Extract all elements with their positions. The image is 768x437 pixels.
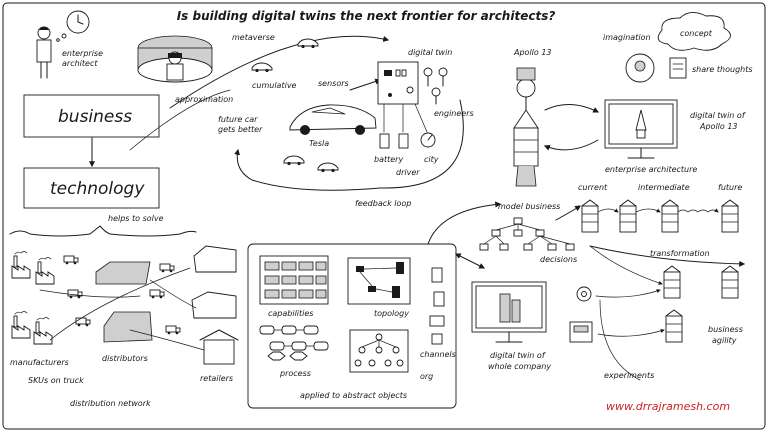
label-cumulative: cumulative [252,81,297,90]
car-icon-3 [317,162,339,173]
distribution-network [11,245,239,365]
label-sensors: sensors [318,79,349,88]
label-process: process [279,369,311,378]
label-enterprise-architect-1: enterprise [62,49,103,58]
label-transformation: transformation [650,249,710,258]
concept-cloud [657,12,731,51]
intermediate-state-building-2 [661,199,679,233]
agility-building-2 [721,265,739,299]
apollo-spacecraft [513,67,539,187]
label-feedback-loop: feedback loop [355,199,411,208]
label-city: city [424,155,439,164]
label-metaverse: metaverse [232,33,275,42]
channels-icons [429,267,445,345]
label-model-business: model business [498,202,560,211]
decision-tree [479,217,575,251]
label-business-agility-2: agility [712,336,737,345]
label-technology: technology [50,179,145,199]
label-applied: applied to abstract objects [300,391,407,400]
engineers-icon [423,67,448,105]
label-business: business [58,107,132,127]
label-topology: topology [374,309,409,318]
label-future-car-1: future car [218,115,258,124]
label-digital-twin-company-2: whole company [488,362,551,371]
label-skus-on-truck: SKUs on truck [28,376,84,385]
label-retailers: retailers [200,374,233,383]
label-digital-twin-apollo-2: Apollo 13 [699,122,738,131]
label-apollo: Apollo 13 [513,48,552,57]
label-manufacturers: manufacturers [10,358,69,367]
gear-icon [576,286,592,302]
label-org: org [420,372,433,381]
monitor-digital-twin-apollo [604,99,678,159]
org-chart [349,329,409,373]
enterprise-architect-figure [36,10,90,79]
label-imagination: imagination [603,33,651,42]
technology-box [23,167,160,209]
label-digital-twin-company-1: digital twin of [490,351,546,360]
label-tesla: Tesla [309,139,329,148]
website-url[interactable]: www.drrajramesh.com [606,400,730,413]
label-distribution-network: distribution network [70,399,151,408]
car-icon-4 [283,155,305,166]
agility-building-3 [665,309,683,343]
label-digital-twin: digital twin [408,48,452,57]
label-concept: concept [680,29,713,38]
diagram-title: Is building digital twins the next front… [177,9,556,23]
label-enterprise-architecture: enterprise architecture [605,165,697,174]
process-diagram [259,325,329,361]
label-share-thoughts: share thoughts [692,65,753,74]
document-icon [669,57,687,79]
label-helps-to-solve: helps to solve [108,214,164,223]
label-decisions: decisions [540,255,577,264]
monitor-digital-twin-company [471,281,547,343]
label-business-agility-1: business [708,325,743,334]
label-distributors: distributors [102,354,148,363]
label-driver: driver [396,168,420,177]
tesla-car [289,104,377,135]
label-digital-twin-apollo-1: digital twin of [690,111,746,120]
printer-icon [569,321,593,343]
label-experiments: experiments [604,371,654,380]
battery-icon [379,133,390,149]
label-future-car-2: gets better [218,125,263,134]
label-future: future [718,183,742,192]
capabilities-grid [259,255,329,305]
battery-icon-2 [398,133,409,149]
label-channels: channels [420,350,456,359]
digital-twin-panel [377,61,419,105]
business-box [23,94,160,138]
label-capabilities: capabilities [268,309,313,318]
label-engineers: engineers [434,109,474,118]
label-enterprise-architect-2: architect [62,59,98,68]
thinking-head-icon [625,53,655,83]
label-battery: battery [374,155,403,164]
car-icon-2 [251,62,273,73]
label-current: current [578,183,608,192]
future-state-building [721,199,739,233]
metaverse-vr-headset [137,35,213,83]
topology-diagram [347,257,411,305]
diagram-border [2,2,766,430]
agility-building-1 [663,265,681,299]
label-intermediate: intermediate [638,183,690,192]
current-state-building [581,199,599,233]
intermediate-state-building-1 [619,199,637,233]
